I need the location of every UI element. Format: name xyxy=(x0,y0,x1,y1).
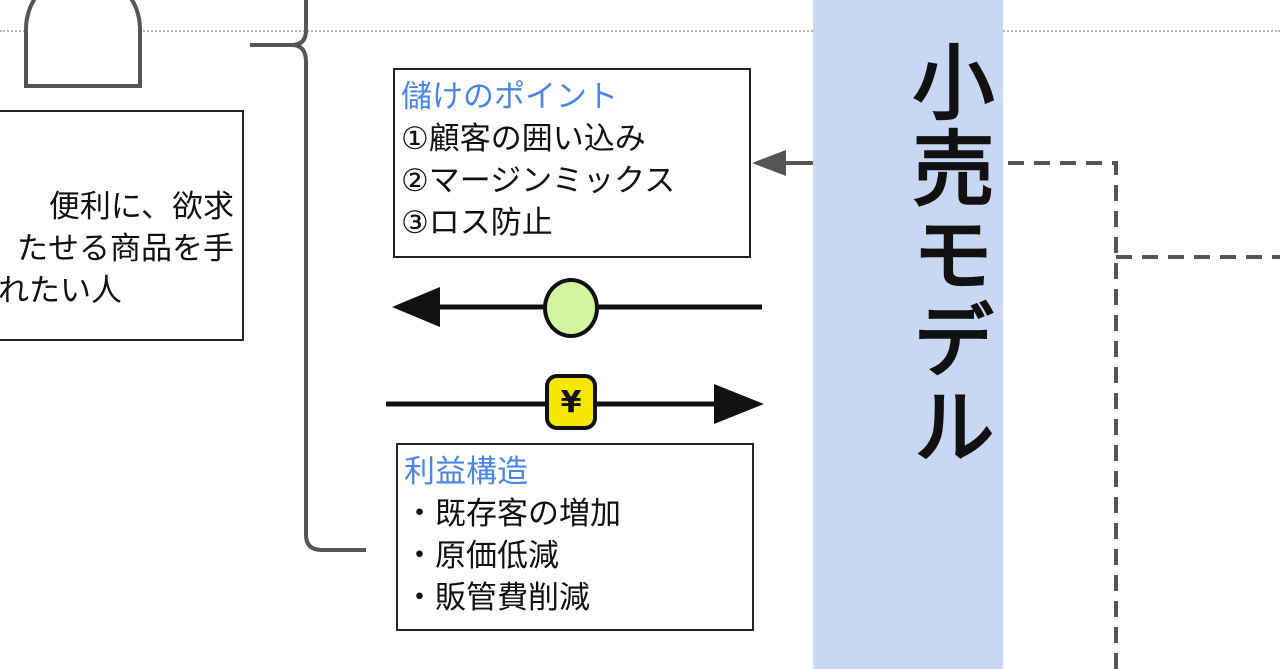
customer-line-1: 便利に、欲求 xyxy=(48,189,234,225)
product-flow-arrowhead xyxy=(392,287,440,327)
revenue-structure-box: 利益構造 ・既存客の増加 ・原価低減 ・販管費削減 xyxy=(396,443,754,631)
revenue-structure-item: ・既存客の増加 xyxy=(404,496,621,532)
model-title: 小売モデル xyxy=(898,40,993,470)
dashed-connector-arrowhead xyxy=(752,150,786,176)
model-bar xyxy=(813,0,1003,669)
product-circle-icon xyxy=(543,278,599,338)
money-flow-arrowhead xyxy=(714,384,764,424)
revenue-structure-heading: 利益構造 xyxy=(404,454,528,490)
yen-badge-icon: ¥ xyxy=(545,374,597,430)
grouping-brace xyxy=(250,0,366,552)
profit-point-item: ②マージンミックス xyxy=(401,163,676,199)
customer-line-3: れたい人 xyxy=(0,273,122,309)
customer-line-2: たせる商品を手 xyxy=(17,231,234,267)
profit-point-item: ③ロス防止 xyxy=(401,205,553,241)
customer-description-box: 便利に、欲求 たせる商品を手 れたい人 xyxy=(0,110,244,341)
profit-point-heading: 儲けのポイント xyxy=(401,79,618,115)
profit-point-box: 儲けのポイント ①顧客の囲い込み ②マージンミックス ③ロス防止 xyxy=(393,68,751,258)
top-dotted-divider xyxy=(0,30,1280,32)
dashed-connector xyxy=(1003,161,1118,669)
revenue-structure-item: ・販管費削減 xyxy=(404,580,590,616)
profit-point-item: ①顧客の囲い込み xyxy=(401,121,646,157)
revenue-structure-item: ・原価低減 xyxy=(404,538,559,574)
customer-person-icon xyxy=(24,0,142,88)
